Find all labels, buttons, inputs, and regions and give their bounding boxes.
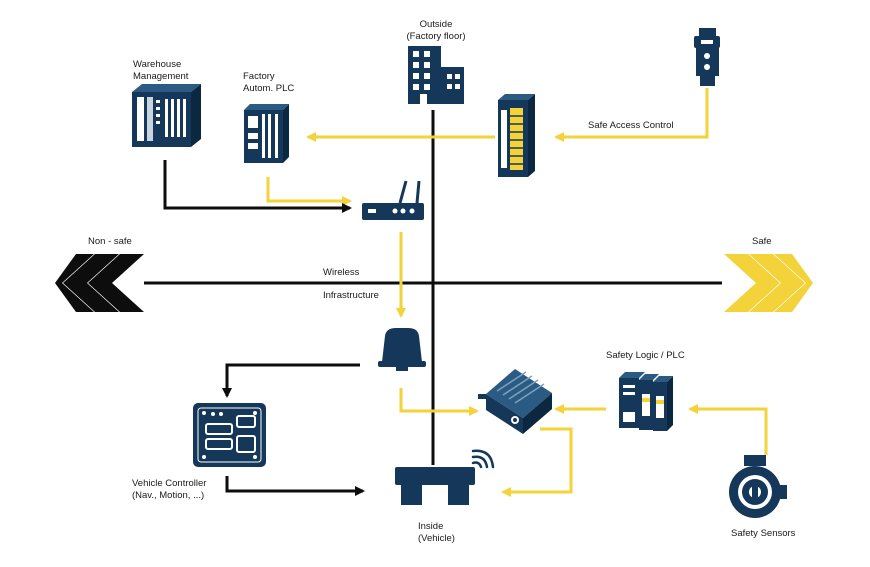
safety-io-module-icon <box>498 94 535 177</box>
arrow-sensors-to-safety-logic <box>688 404 768 455</box>
inside-label-line1: Inside <box>418 521 444 532</box>
wifi-signal-icon <box>471 449 495 469</box>
arrow-gateway-to-vehicle <box>501 427 573 497</box>
vehicle-controller-label: Vehicle Controller (Nav., Motion, ...) <box>132 478 206 502</box>
router-icon <box>362 180 424 220</box>
connectors <box>144 88 768 497</box>
warehouse-label-line2: Management <box>133 71 189 82</box>
inside-label-line2: (Vehicle) <box>418 533 455 544</box>
vehicle-controller-label-line2: (Nav., Motion, ...) <box>132 490 205 501</box>
factory-plc-label: Factory Autom. PLC <box>243 71 294 95</box>
outside-label-line1: Outside <box>419 19 453 30</box>
factory-plc-label-line2: Autom. PLC <box>243 83 295 94</box>
safety-sensor-icon <box>729 455 787 518</box>
server-icon <box>132 84 201 147</box>
vehicle-controller-label-line1: Vehicle Controller <box>132 478 207 489</box>
safe-chevron-icon <box>724 254 813 312</box>
arrow-factory-plc-to-router <box>266 177 352 206</box>
safety-logic-plc-icon <box>619 372 673 431</box>
safety-sensors-label: Safety Sensors <box>731 528 796 539</box>
outside-label-line2: (Factory floor) <box>406 31 466 42</box>
warehouse-label: Warehouse Management <box>133 59 188 83</box>
arrow-safe-access-to-io <box>554 88 709 142</box>
safe-access-control-label: Safe Access Control <box>588 120 674 131</box>
vehicle-gateway-icon <box>478 369 552 434</box>
safe-label: Safe <box>752 236 772 247</box>
outside-label: Outside (Factory floor) <box>406 19 465 43</box>
non-safe-chevron-icon <box>55 254 144 312</box>
factory-plc-label-line1: Factory <box>243 71 275 82</box>
inside-label: Inside (Vehicle) <box>418 521 455 545</box>
arrow-vehicle-controller-to-vehicle <box>225 476 365 496</box>
agv-vehicle-icon <box>395 467 475 505</box>
arrow-access-point-to-vehicle-controller <box>222 363 360 398</box>
non-safe-label: Non - safe <box>88 236 132 247</box>
factory-building-icon <box>408 46 464 104</box>
vehicle-controller-icon <box>193 403 266 467</box>
wireless-label: Wireless <box>323 267 360 278</box>
arrow-warehouse-to-router <box>163 160 352 213</box>
plc-icon <box>244 104 289 163</box>
infrastructure-label: Infrastructure <box>323 290 379 301</box>
warehouse-label-line1: Warehouse <box>133 59 182 70</box>
access-point-icon <box>378 328 426 371</box>
arrow-access-point-to-gateway <box>399 388 479 416</box>
safety-logic-label: Safety Logic / PLC <box>606 350 685 361</box>
access-switch-icon <box>694 28 720 86</box>
